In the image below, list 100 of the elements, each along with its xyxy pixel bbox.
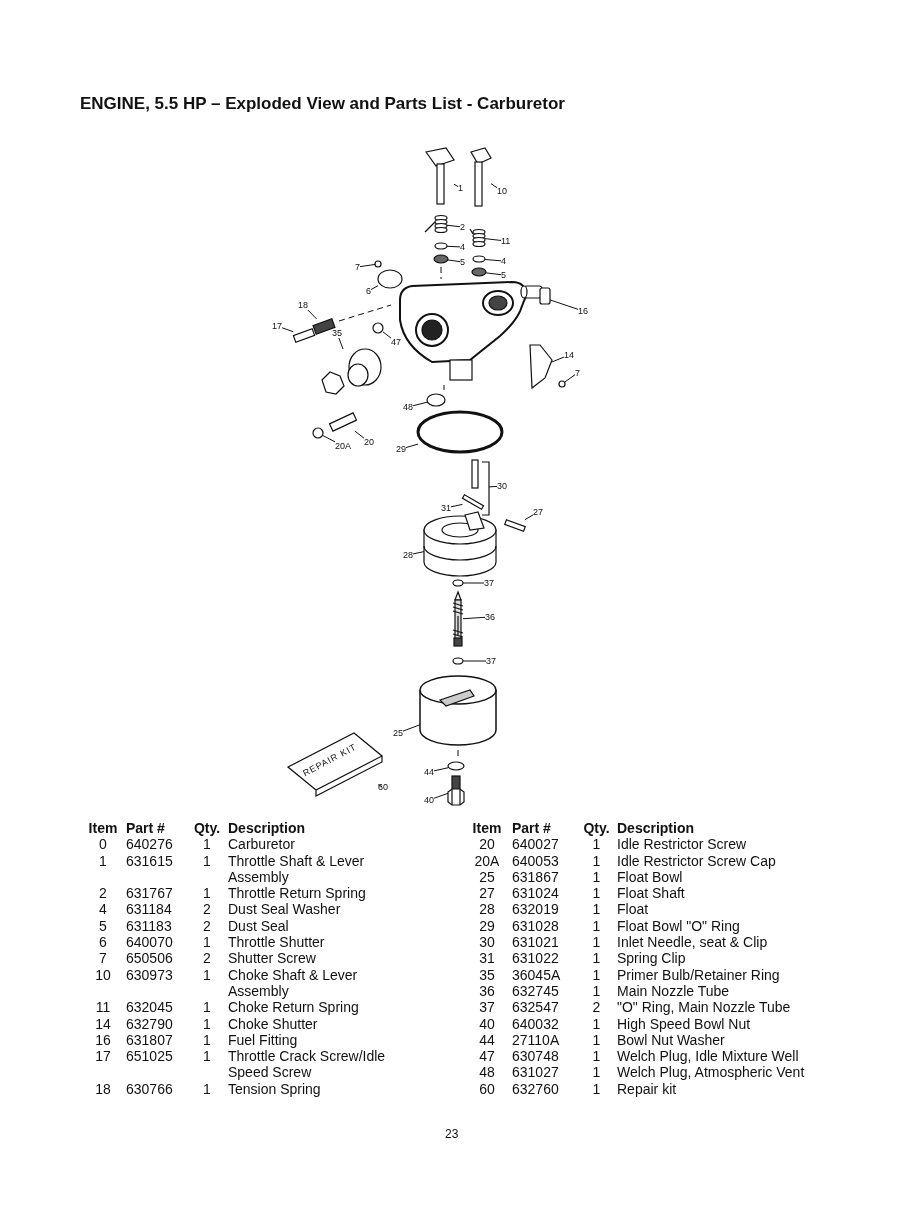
callout-number: 20 xyxy=(364,437,374,447)
item-number: 18 xyxy=(95,1080,111,1097)
screw-drawing xyxy=(292,328,316,343)
leader-line xyxy=(281,327,294,333)
callout-number: 11 xyxy=(501,236,511,246)
quantity: 1 xyxy=(592,1031,601,1048)
part-description: Inlet Needle, seat & Clip xyxy=(617,934,768,951)
quantity: 1 xyxy=(592,852,601,869)
part-description: Fuel Fitting xyxy=(228,1031,298,1048)
part-number: 651025 xyxy=(126,1048,173,1065)
callout-number: 10 xyxy=(497,186,507,196)
part-description: Welch Plug, Atmospheric Vent xyxy=(617,1064,805,1081)
quantity: 1 xyxy=(203,1080,211,1097)
plug-drawing xyxy=(372,322,384,334)
quantity: 1 xyxy=(592,1048,601,1065)
leader-line xyxy=(433,792,449,799)
o-ring-drawing xyxy=(452,657,464,665)
callout-number: 20A xyxy=(335,441,351,451)
screw-drawing xyxy=(374,260,382,268)
quantity: 1 xyxy=(592,868,601,885)
callout-number: 28 xyxy=(403,550,413,560)
choke-shutter-drawing xyxy=(529,344,553,390)
shutter-drawing xyxy=(377,269,403,289)
leader-line xyxy=(307,309,318,320)
page-number: 23 xyxy=(445,1127,459,1141)
part-description: Shutter Screw xyxy=(228,950,316,967)
part-description: Tension Spring xyxy=(228,1080,321,1097)
leader-line xyxy=(564,374,576,383)
part-number: 650506 xyxy=(126,950,173,967)
quantity: 1 xyxy=(203,885,211,902)
item-number: 7 xyxy=(99,950,107,967)
column-header: Part # xyxy=(512,820,551,836)
leader-line xyxy=(549,299,579,310)
quantity: 1 xyxy=(203,934,211,951)
page-title: ENGINE, 5.5 HP – Exploded View and Parts List - Carburetor xyxy=(80,94,565,114)
part-number: 631615 xyxy=(126,852,173,869)
item-number: 31 xyxy=(479,950,495,967)
column-header: Description xyxy=(228,820,305,836)
part-description: "O" Ring, Main Nozzle Tube xyxy=(617,999,791,1016)
part-number: 632790 xyxy=(126,1015,173,1032)
callout-number: 30 xyxy=(497,481,507,491)
float-drawing xyxy=(423,511,497,577)
leader-line xyxy=(354,430,365,439)
part-number: 640053 xyxy=(512,852,559,869)
plug-drawing xyxy=(426,393,446,407)
part-description: Float Shaft xyxy=(617,885,685,902)
quantity: 1 xyxy=(592,1015,601,1032)
quantity: 1 xyxy=(592,917,601,934)
callout-number: 27 xyxy=(533,507,543,517)
inlet-needle-drawing xyxy=(471,459,490,516)
item-number: 37 xyxy=(479,999,495,1016)
item-number: 36 xyxy=(479,982,495,999)
leader-line xyxy=(338,337,344,350)
part-description: Primer Bulb/Retainer Ring xyxy=(617,966,780,983)
callout-number: 29 xyxy=(396,444,406,454)
part-description: Idle Restrictor Screw Cap xyxy=(617,852,776,869)
leader-line xyxy=(382,331,392,339)
quantity: 1 xyxy=(592,966,601,983)
callout-number: 31 xyxy=(441,503,451,513)
item-number: 5 xyxy=(99,917,107,934)
o-ring-drawing xyxy=(452,579,464,587)
callout-number: 48 xyxy=(403,402,413,412)
leader-line xyxy=(484,259,502,262)
washer-drawing xyxy=(447,761,465,771)
callout-number: 60 xyxy=(378,782,388,792)
item-number: 0 xyxy=(99,836,107,853)
leader-line xyxy=(412,401,428,407)
quantity: 1 xyxy=(203,999,211,1016)
quantity: 1 xyxy=(592,1080,601,1097)
float-bowl-drawing xyxy=(419,675,497,746)
seal-drawing xyxy=(471,267,487,277)
callout-number: 37 xyxy=(484,578,494,588)
throttle-shaft-drawing xyxy=(424,147,455,205)
leader-line xyxy=(433,767,449,772)
item-number: 17 xyxy=(95,1048,111,1065)
part-number: 631183 xyxy=(126,917,172,934)
column-header: Description xyxy=(617,820,694,836)
leader-line xyxy=(377,784,383,788)
part-description: Float xyxy=(617,901,649,918)
callout-number: 36 xyxy=(485,612,495,622)
callout-number: 4 xyxy=(501,256,506,266)
column-header: Qty. xyxy=(583,820,610,836)
quantity: 1 xyxy=(203,966,211,983)
item-number: 27 xyxy=(479,885,495,902)
callout-number: 4 xyxy=(460,242,465,252)
choke-shaft-drawing xyxy=(470,147,492,207)
callout-number: 17 xyxy=(272,321,282,331)
item-number: 6 xyxy=(99,934,107,951)
fitting-drawing xyxy=(520,285,551,305)
callout-number: 6 xyxy=(366,286,371,296)
item-number: 20 xyxy=(479,836,495,853)
quantity: 1 xyxy=(592,950,601,967)
callout-number: 18 xyxy=(298,300,308,310)
leader-line xyxy=(524,514,534,521)
leader-line xyxy=(450,503,463,508)
callout-number: 44 xyxy=(424,767,434,777)
part-number: 632045 xyxy=(126,999,173,1016)
leader-line xyxy=(462,616,486,620)
item-number: 40 xyxy=(479,1015,495,1032)
screw-drawing xyxy=(558,380,566,388)
